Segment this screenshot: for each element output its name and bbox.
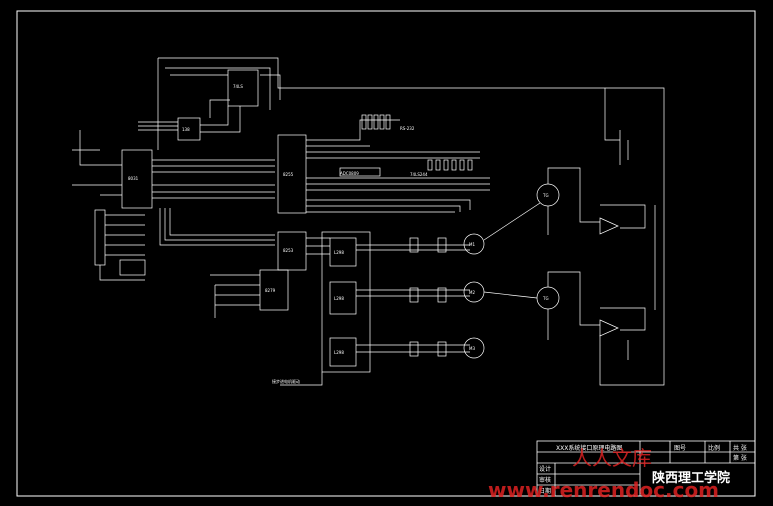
wiring [72,57,665,386]
chip-label-u-drv2: L298 [334,296,344,301]
drawing-name: XXX系统接口原理电路图 [556,444,622,452]
tb-header-sheet: 第 张 [733,454,747,462]
drawing-frame [16,10,756,497]
chip-label-u-cpu: 8031 [128,176,139,181]
small-label-3: 74LS244 [410,172,428,177]
title-block [536,440,756,497]
chip-label-u-drv1: L298 [334,250,344,255]
chip-label-u-8255: 8255 [283,172,294,177]
chip-label-u-8279: 8279 [265,288,276,293]
school-name: 陕西理工学院 [652,470,730,486]
tb-header-figno: 图号 [674,445,686,452]
tb-header-total: 共 张 [733,444,747,452]
chip-label-u-8253: 8253 [283,248,294,253]
bottom-label: 接步进电机驱动 [272,378,300,384]
tb-header-scale: 比例 [708,444,720,452]
chip-label-u-top: 74LS [233,84,243,89]
motor-label-1: M1 [469,242,475,247]
watermark-url: www.renrendoc.com [488,478,719,502]
tacho-label-1: TG [542,193,549,198]
tb-role-designer: 设计 [539,465,551,473]
tb-role-reviewer: 审核 [539,476,551,484]
tacho-label-2: TG [542,296,549,301]
small-label-2: ADC0809 [340,171,359,176]
motor-label-3: M3 [469,346,475,351]
chip-label-u-drv3: L298 [334,350,344,355]
chip-label-u-mid: 138 [182,127,190,132]
tb-role-date: 日期 [539,487,551,495]
small-label-1: RS-232 [400,126,415,131]
motor-label-2: M2 [469,290,475,295]
watermark-cn: 人人文库 [572,446,652,470]
